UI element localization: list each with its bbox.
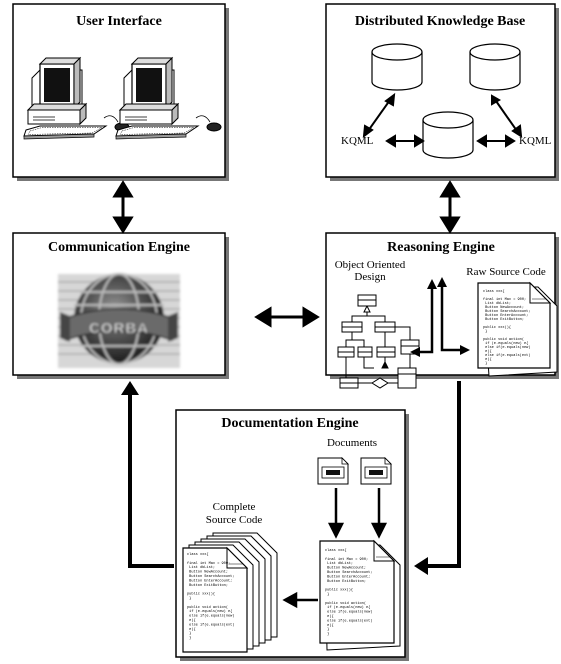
complete-code-label-line2: Source Code (206, 514, 263, 526)
inter-box-arrows (112, 180, 461, 328)
documents-arrows (327, 488, 388, 539)
kb-arrows (362, 92, 523, 148)
code-line (187, 588, 189, 592)
code-line: e){ (187, 618, 196, 623)
communication-engine-title: Communication Engine (48, 240, 190, 255)
code-line: class xxx{ (325, 548, 347, 553)
database-icon (469, 43, 521, 91)
code-line: List dbList; (187, 565, 215, 570)
code-line: final int Max = 900; (187, 561, 230, 566)
code-line (187, 601, 189, 605)
document-icon (317, 457, 349, 485)
code-line: else if(e.equals(ext) (483, 353, 530, 358)
complete-code-label-line1: Complete (213, 501, 256, 513)
code-line: else if(e.equals(new) (325, 610, 372, 615)
code-line (325, 597, 327, 601)
ood-code-arrowheads (410, 277, 470, 357)
code-line: } (483, 329, 487, 334)
arrow-comm-down (112, 216, 134, 234)
knowledge-base-title: Distributed Knowledge Base (355, 14, 525, 29)
code-line: if (e.equals(new) e{ (325, 605, 370, 610)
corba-logo: CORBA (58, 273, 180, 368)
computer-icon (23, 56, 130, 140)
code-line: class xxx{ (483, 289, 505, 294)
code-line: } (483, 361, 487, 366)
merge-arrow (282, 591, 318, 609)
ood-label-line2: Design (354, 271, 386, 283)
kqml-label-left: KQML (341, 135, 374, 147)
database-icon (422, 111, 474, 159)
code-line: Button NewAccount; (483, 306, 524, 310)
raw-source-code-label: Raw Source Code (466, 266, 546, 278)
code-line: else if(e.equals(new) (483, 345, 530, 350)
code-line: e){ (187, 627, 196, 632)
raw-source-code-text: class xxx{ final int Max = 900; List dbL… (483, 289, 530, 366)
code-line: e){ (483, 349, 492, 354)
code-line: e){ (325, 614, 334, 619)
code-line: public xxx(){ (187, 592, 215, 597)
code-line: else if(e.equals(new) (187, 614, 234, 619)
code-line: else if(e.equals(ext) (325, 618, 372, 623)
code-line: Button SearchAccount; (325, 570, 372, 575)
code-line: if (e.equals(new) e{ (187, 609, 232, 614)
code-line: Button EnterAccount; (325, 574, 370, 579)
complete-source-document-stack: class xxx{ final int Max = 900; List dbL… (182, 532, 278, 653)
code-line: Button ExitButton; (483, 317, 524, 322)
corba-logo-text: CORBA (89, 320, 149, 337)
code-line: class xxx{ (187, 552, 209, 557)
code-line: Button SearchAccount; (483, 309, 530, 314)
code-line: public xxx(){ (325, 588, 353, 593)
code-line: List dbList; (483, 301, 511, 306)
raw-source-code-document: class xxx{ final int Max = 900; List dbL… (477, 281, 558, 377)
code-line: final int Max = 900; (483, 297, 526, 302)
code-line: final int Max = 900; (325, 557, 368, 562)
code-line (325, 584, 327, 588)
code-line: } (325, 592, 329, 597)
code-line: public void action( (325, 601, 366, 606)
user-interface-box: User Interface (12, 3, 229, 181)
class-diagram-icon (337, 294, 420, 389)
arrow-ui-up (112, 180, 134, 198)
code-line: e){ (325, 623, 334, 628)
kqml-label-right: KQML (519, 135, 552, 147)
code-line: } (187, 631, 191, 636)
code-line: Button ExitButton; (325, 579, 366, 584)
code-line: e){ (483, 357, 492, 362)
code-line: } (187, 636, 191, 641)
documentation-to-communication-arrow (121, 381, 174, 568)
database-icon (371, 43, 423, 91)
code-line: Button NewAccount; (325, 567, 366, 571)
complete-source-code-text: class xxx{ final int Max = 900; List dbL… (187, 552, 234, 641)
reasoning-to-documentation-arrow (414, 381, 461, 575)
code-line (187, 557, 189, 561)
code-line: else if(e.equals(ext) (187, 622, 234, 627)
annotated-source-document: class xxx{ final int Max = 900; List dbL… (319, 539, 401, 651)
code-line: Button EnterAccount; (187, 578, 232, 583)
ood-label-line1: Object Oriented (335, 259, 406, 271)
code-line: Button EnterAccount; (483, 313, 528, 318)
code-line: Button NewAccount; (187, 571, 228, 575)
code-line: Button ExitButton; (187, 583, 228, 588)
document-icon (360, 457, 392, 485)
code-line: } (187, 596, 191, 601)
reasoning-engine-title: Reasoning Engine (387, 240, 495, 255)
documentation-engine-title: Documentation Engine (221, 416, 358, 431)
code-line: List dbList; (325, 561, 353, 566)
code-line: if (e.equals(new) e{ (483, 341, 528, 346)
annotated-source-code-text: class xxx{ final int Max = 900; List dbL… (325, 548, 372, 637)
code-line: } (325, 632, 329, 637)
ood-code-arrows (418, 285, 460, 354)
code-line: public xxx(){ (483, 325, 511, 330)
code-line: Button SearchAccount; (187, 574, 234, 579)
code-line (325, 553, 327, 557)
code-line: public void action( (187, 605, 228, 610)
documents-label: Documents (327, 437, 377, 449)
code-line: public void action( (483, 337, 524, 342)
user-interface-title: User Interface (76, 14, 162, 29)
code-line: } (325, 627, 329, 632)
